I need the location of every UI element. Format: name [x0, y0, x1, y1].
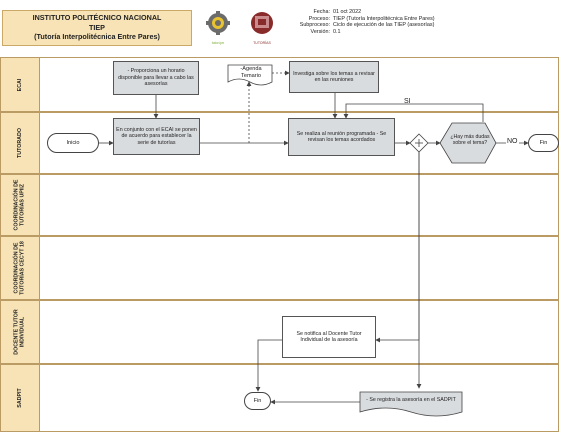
- subproceso-value: Ciclo de ejecución de las TIEP (asesoría…: [333, 22, 435, 29]
- logo-2-label: TUTORÍAS: [253, 41, 271, 45]
- fecha-label: Fecha:: [313, 9, 330, 15]
- lane-coord-upiiz: [40, 174, 559, 236]
- lane-label-docente: DOCENTE TUTOR INDIVIDUAL: [0, 300, 40, 364]
- task-investiga-temas: Investiga sobre los temas a revisar en l…: [289, 61, 379, 93]
- logo-1-label: tutor.ipn: [211, 41, 225, 45]
- subproceso-label: Subproceso:: [299, 22, 330, 29]
- proceso-value: TIEP (Tutoría Interpolitécnica Entre Par…: [333, 15, 435, 22]
- title-line-3: (Tutoría Interpolitécnica Entre Pares): [34, 32, 160, 42]
- task-registra-sadpit: - Se registra la asesoría en el SADPIT: [366, 397, 456, 403]
- decision-mas-dudas: ¿Hay más dudas sobre el tema?: [450, 134, 490, 147]
- end-fin-1: Fin: [528, 134, 559, 152]
- task-realiza-reunion: Se realiza al reunión programada - Se re…: [288, 118, 395, 156]
- lane-label-ecai: ECAI: [0, 57, 40, 112]
- lane-coord-cecyt: [40, 236, 559, 300]
- proceso-label: Proceso:: [308, 15, 330, 22]
- version-label: Versión:: [310, 28, 330, 35]
- title-line-1: INSTITUTO POLITÉCNICO NACIONAL: [32, 13, 162, 22]
- lane-label-tutorado: TUTORADO: [0, 112, 40, 174]
- label-no: NO: [506, 138, 519, 145]
- process-metadata: Fecha:01 oct 2022 Proceso:TIEP (Tutoría …: [272, 9, 502, 45]
- fecha-value: 01 oct 2022: [333, 9, 362, 15]
- gear-logo-icon: [206, 11, 230, 35]
- tutorias-logo-icon: [251, 12, 273, 34]
- end-fin-2: Fin: [244, 392, 271, 410]
- task-notifica-docente: Se notifica al Docente Tutor Individual …: [282, 316, 376, 358]
- lane-sadpit: [40, 364, 559, 432]
- task-propone-horario: - Proporciona un horario disponible para…: [113, 61, 199, 95]
- label-si: SI: [404, 98, 411, 105]
- task-en-conjunto: En conjunto con el ECAI se ponen de acue…: [113, 118, 200, 155]
- version-value: 0.1: [333, 28, 341, 35]
- doc-agenda-temario: -Agenda Temario: [240, 66, 262, 79]
- header-title-block: INSTITUTO POLITÉCNICO NACIONAL TIEP (Tut…: [2, 10, 192, 46]
- title-line-2: TIEP: [89, 22, 105, 32]
- start-inicio: Inicio: [47, 133, 99, 153]
- lane-label-coord-cecyt: COORDINACIÓN DE TUTORÍAS CECYT 18: [0, 236, 40, 300]
- lane-label-coord-upiiz: COORDINACIÓN DE TUTORÍAS UPIIZ: [0, 174, 40, 236]
